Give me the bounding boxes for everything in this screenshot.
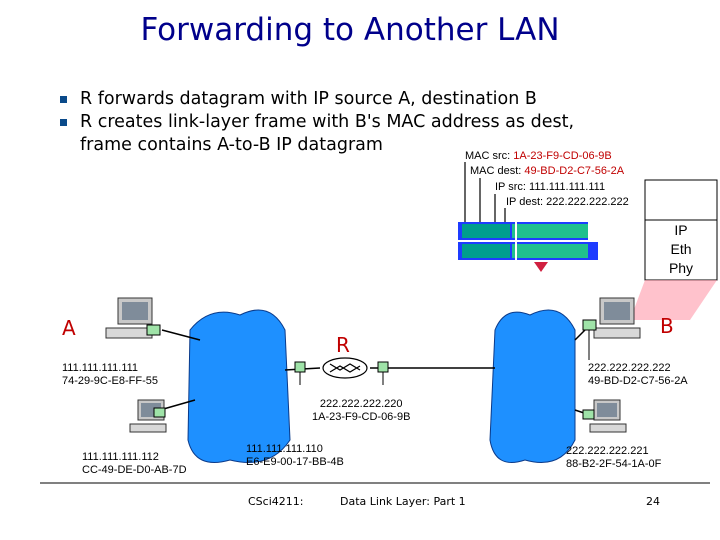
host-right-bottom-address: 222.222.222.221 88-B2-2F-54-1A-0F <box>566 445 661 471</box>
bullet-item: R creates link-layer frame with B's MAC … <box>60 111 574 134</box>
lan-cloud-right <box>489 309 576 463</box>
footer-topic: Data Link Layer: Part 1 <box>340 495 466 508</box>
slide-title: Forwarding to Another LAN <box>140 12 560 48</box>
protocol-stack-box <box>630 179 718 320</box>
host-right-bottom-ip: 222.222.222.221 <box>566 445 649 457</box>
mac-dest-label: MAC dest: 49-BD-D2-C7-56-2A <box>470 165 625 177</box>
node-b-label: B <box>660 314 674 338</box>
host-right-bottom-mac: 88-B2-2F-54-1A-0F <box>566 458 662 470</box>
ip-src-label: IP src: 111.111.111.111 <box>495 181 606 193</box>
router-r-label: R <box>336 333 350 357</box>
router-r-icon <box>294 357 389 379</box>
bullet-text: R creates link-layer frame with B's MAC … <box>80 112 575 132</box>
bullet-list: R forwards datagram with IP source A, de… <box>60 88 574 157</box>
ethernet-frame-graphic <box>458 222 598 272</box>
router-left-if-address: 111.111.111.110 E6-E9-00-17-BB-4B <box>246 443 344 469</box>
router-right-if-address: 222.222.222.220 1A-23-F9-CD-06-9B <box>312 398 410 424</box>
host-left-bottom-icon <box>129 399 167 433</box>
stack-eth-label: Eth <box>670 241 692 257</box>
stack-ip-label: IP <box>674 222 688 238</box>
node-a-label: A <box>62 316 76 340</box>
bullet-item: R forwards datagram with IP source A, de… <box>60 88 574 111</box>
address-pointer-lines <box>299 330 590 385</box>
host-a-icon <box>105 297 161 339</box>
bullet-marker-icon <box>60 96 67 103</box>
host-left-bottom-mac: CC-49-DE-D0-AB-7D <box>82 464 187 476</box>
ip-dest-label: IP dest: 222.222.222.222 <box>506 196 629 208</box>
host-left-bottom-ip: 111.111.111.112 <box>82 451 159 463</box>
host-b-ip: 222.222.222.222 <box>588 362 671 374</box>
bullet-text: R forwards datagram with IP source A, de… <box>80 89 537 109</box>
host-a-mac: 74-29-9C-E8-FF-55 <box>62 375 158 387</box>
router-right-if-mac: 1A-23-F9-CD-06-9B <box>312 411 411 423</box>
bullet-continuation: frame contains A-to-B IP datagram <box>80 135 383 155</box>
host-b-address: 222.222.222.222 49-BD-D2-C7-56-2A <box>588 362 688 388</box>
footer-course: CSci4211: <box>248 495 304 508</box>
host-a-ip: 111.111.111.111 <box>62 362 139 374</box>
footer-page-number: 24 <box>646 495 660 508</box>
host-right-bottom-icon <box>582 399 627 433</box>
router-right-if-ip: 222.222.222.220 <box>319 398 403 410</box>
lan-cloud-left <box>187 309 291 463</box>
bullet-marker-icon <box>60 119 67 126</box>
host-b-mac: 49-BD-D2-C7-56-2A <box>588 375 688 387</box>
host-b-icon <box>582 297 641 339</box>
host-left-bottom-address: 111.111.111.112 CC-49-DE-D0-AB-7D <box>82 451 187 477</box>
stack-phy-label: Phy <box>668 260 694 276</box>
router-left-if-mac: E6-E9-00-17-BB-4B <box>246 456 344 468</box>
host-a-address: 111.111.111.111 74-29-9C-E8-FF-55 <box>62 362 158 388</box>
router-left-if-ip: 111.111.111.110 <box>246 443 323 455</box>
mac-src-label: MAC src: 1A-23-F9-CD-06-9B <box>465 150 612 162</box>
